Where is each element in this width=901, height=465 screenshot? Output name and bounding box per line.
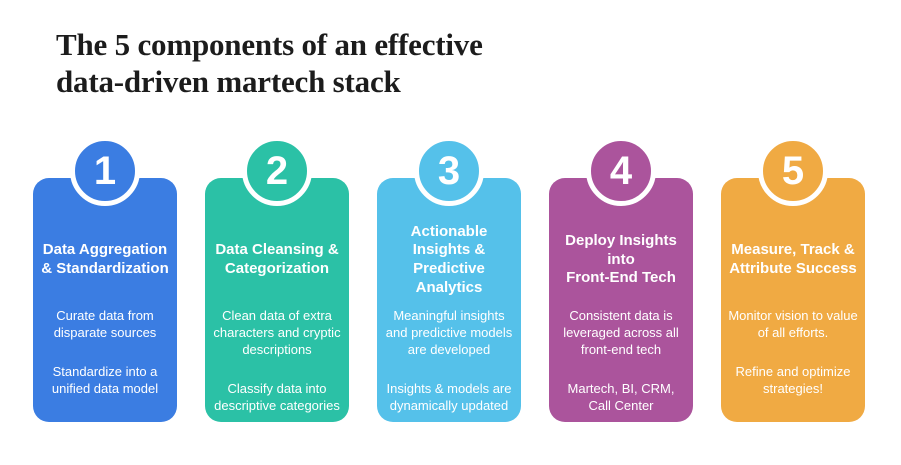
step-number: 3 (437, 149, 461, 193)
card-point: Martech, BI, CRM, Call Center (567, 380, 675, 413)
card-point: Curate data from disparate sources (53, 308, 157, 340)
card-point: Consistent data is leveraged across all … (563, 308, 679, 357)
step-number: 2 (265, 149, 289, 193)
card-title: Deploy Insights into Front-End Tech (565, 231, 677, 287)
step-number: 4 (609, 149, 633, 193)
card-deploy-insights: 4 Deploy Insights into Front-End Tech Co… (549, 136, 693, 422)
step-number-badge: 2 (242, 136, 312, 206)
card-point: Refine and optimize strategies! (735, 363, 851, 396)
card-point: Meaningful insights and predictive model… (385, 308, 513, 357)
page-title: The 5 components of an effective data-dr… (56, 27, 483, 99)
card-title: Measure, Track & Attribute Success (729, 241, 857, 277)
component-cards: 1 Data Aggregation & Standardization Cur… (33, 136, 865, 422)
step-number-badge: 1 (70, 136, 140, 206)
card-title: Data Aggregation & Standardization (41, 241, 169, 277)
card-actionable-insights: 3 Actionable Insights & Predictive Analy… (377, 136, 521, 422)
step-number: 1 (93, 149, 117, 193)
card-point: Insights & models are dynamically update… (386, 380, 512, 413)
card-data-cleansing: 2 Data Cleansing & Categorization Clean … (205, 136, 349, 422)
step-number-badge: 4 (586, 136, 656, 206)
card-measure-track: 5 Measure, Track & Attribute Success Mon… (721, 136, 865, 422)
card-point: Clean data of extra characters and crypt… (213, 308, 341, 357)
step-number-badge: 5 (758, 136, 828, 206)
card-point: Monitor vision to value of all efforts. (728, 308, 858, 340)
card-point: Standardize into a unified data model (51, 363, 159, 396)
card-title: Actionable Insights & Predictive Analyti… (410, 222, 488, 296)
step-number-badge: 3 (414, 136, 484, 206)
card-title: Data Cleansing & Categorization (215, 241, 339, 277)
card-data-aggregation: 1 Data Aggregation & Standardization Cur… (33, 136, 177, 422)
card-point: Classify data into descriptive categorie… (214, 380, 340, 413)
step-number: 5 (781, 149, 805, 193)
